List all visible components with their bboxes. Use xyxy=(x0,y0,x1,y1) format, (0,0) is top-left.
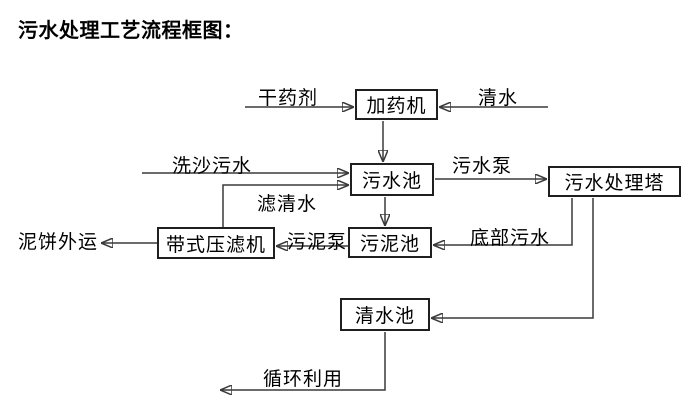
flow-label-dry-chemical: 干药剂 xyxy=(258,87,319,109)
node-clean-water-pool: 清水池 xyxy=(340,298,430,331)
flow-label-sludge-pump: 污泥泵 xyxy=(287,231,348,253)
flow-label-sewage-pump: 污水泵 xyxy=(452,155,513,177)
arrow-filtered-water-to-sewage-pool xyxy=(222,185,349,227)
arrow-treatment-tower-to-sludge-pool xyxy=(433,198,573,245)
flow-label-mud-cake-out: 泥饼外运 xyxy=(18,231,99,253)
flow-label-recycling: 循环利用 xyxy=(263,368,344,390)
node-treatment-tower: 污水处理塔 xyxy=(548,166,681,197)
flow-label-clean-water: 清水 xyxy=(478,87,519,109)
flow-label-bottom-sewage: 底部污水 xyxy=(470,227,551,249)
flow-label-sand-washing-sewage: 洗沙污水 xyxy=(172,155,253,177)
arrow-treatment-tower-to-clean-water-pool xyxy=(431,198,594,318)
node-belt-filter-press: 带式压滤机 xyxy=(157,227,275,259)
node-sewage-pool: 污水池 xyxy=(350,163,434,196)
node-sludge-pool: 污泥池 xyxy=(348,227,432,258)
diagram-title: 污水处理工艺流程框图： xyxy=(18,18,244,42)
node-dosing-machine: 加药机 xyxy=(355,89,438,120)
flow-label-filtered-water: 滤清水 xyxy=(257,193,318,215)
arrow-clean-water-pool-to-recycling xyxy=(220,332,386,390)
